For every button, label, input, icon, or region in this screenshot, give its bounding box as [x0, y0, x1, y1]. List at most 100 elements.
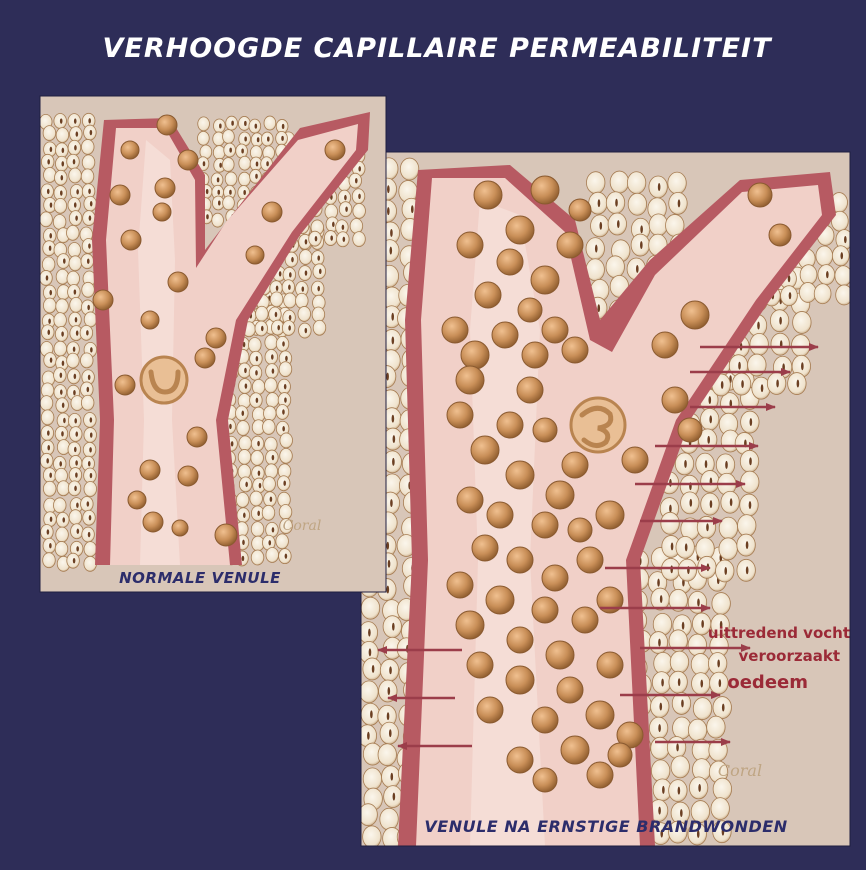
- cell-nucleus: [74, 145, 77, 150]
- tissue-cell: [280, 433, 293, 448]
- cell-nucleus: [88, 375, 91, 380]
- cell-nucleus: [392, 623, 395, 631]
- tissue-cell: [67, 271, 80, 286]
- blood-cell: [475, 282, 501, 308]
- tissue-cell: [84, 312, 97, 327]
- tissue-cell: [44, 167, 57, 182]
- blood-cell: [215, 524, 237, 546]
- cell-nucleus: [90, 201, 93, 206]
- cell-nucleus: [782, 363, 785, 371]
- cell-nucleus: [50, 357, 53, 362]
- tissue-cell: [56, 128, 69, 143]
- tissue-cell: [270, 292, 283, 307]
- cell-nucleus: [315, 236, 318, 241]
- cell-nucleus: [259, 483, 262, 488]
- tissue-cell: [693, 698, 711, 720]
- blood-cell: [467, 652, 493, 678]
- normal-panel-signature: Coral: [283, 518, 322, 534]
- tissue-cell: [53, 498, 66, 513]
- tissue-cell: [225, 172, 237, 186]
- cell-nucleus: [229, 190, 232, 195]
- cell-nucleus: [241, 149, 244, 154]
- blood-cell: [477, 697, 503, 723]
- tissue-cell: [81, 395, 94, 410]
- cell-nucleus: [272, 455, 275, 460]
- tissue-cell: [84, 542, 97, 557]
- blood-cell: [597, 652, 623, 678]
- tissue-cell: [800, 265, 817, 285]
- tissue-cell: [296, 293, 309, 308]
- blood-cell: [157, 115, 177, 135]
- blood-cell: [596, 501, 624, 529]
- blood-cell: [662, 387, 688, 413]
- cell-nucleus: [62, 148, 65, 153]
- cell-nucleus: [47, 430, 50, 435]
- tissue-cell: [212, 213, 224, 227]
- tissue-cell: [41, 410, 54, 425]
- normal-leukocyte: [141, 357, 187, 403]
- cell-nucleus: [289, 272, 292, 277]
- blood-cell: [681, 301, 709, 329]
- blood-cell: [542, 565, 568, 591]
- cell-nucleus: [840, 252, 843, 259]
- cell-nucleus: [599, 222, 602, 230]
- cell-nucleus: [256, 356, 259, 361]
- cell-nucleus: [282, 426, 285, 431]
- blood-cell: [486, 586, 514, 614]
- cell-nucleus: [386, 542, 389, 550]
- tissue-cell: [223, 130, 235, 144]
- tissue-cell: [741, 471, 759, 493]
- blood-cell: [557, 232, 583, 258]
- cell-nucleus: [390, 499, 393, 507]
- cell-nucleus: [87, 305, 90, 310]
- cell-nucleus: [749, 501, 752, 509]
- cell-nucleus: [219, 123, 222, 128]
- cell-nucleus: [47, 330, 50, 335]
- cell-nucleus: [658, 724, 661, 732]
- annotation-line-2: veroorzaakt: [739, 647, 840, 665]
- cell-nucleus: [73, 390, 76, 395]
- cell-nucleus: [256, 161, 259, 166]
- cell-nucleus: [355, 178, 358, 183]
- tissue-cell: [80, 353, 93, 368]
- blood-cell: [531, 266, 559, 294]
- blood-cell: [542, 317, 568, 343]
- cell-nucleus: [389, 729, 392, 737]
- cell-nucleus: [706, 523, 709, 531]
- blood-cell: [143, 512, 163, 532]
- cell-nucleus: [746, 541, 749, 549]
- cell-nucleus: [797, 380, 800, 388]
- cell-nucleus: [776, 380, 779, 388]
- cell-nucleus: [48, 318, 51, 323]
- tissue-cell: [264, 406, 277, 421]
- cell-nucleus: [275, 312, 278, 317]
- cell-nucleus: [390, 229, 393, 237]
- blood-cell: [568, 518, 592, 542]
- tissue-cell: [606, 256, 624, 278]
- cell-nucleus: [368, 629, 371, 637]
- blood-cell: [457, 487, 483, 513]
- cell-nucleus: [62, 517, 65, 522]
- cell-nucleus: [680, 809, 683, 817]
- cell-nucleus: [74, 486, 77, 491]
- tissue-cell: [814, 284, 831, 304]
- tissue-cell: [793, 311, 811, 333]
- panel-normal-venule: Coral NORMALE VENULE: [39, 96, 386, 592]
- tissue-cell: [81, 139, 94, 154]
- cell-nucleus: [77, 529, 80, 534]
- blood-cell: [457, 232, 483, 258]
- blood-cell: [487, 502, 513, 528]
- cell-nucleus: [256, 398, 259, 403]
- cell-nucleus: [709, 396, 712, 404]
- cell-nucleus: [684, 460, 687, 468]
- tissue-cell: [670, 651, 688, 673]
- cell-nucleus: [206, 189, 209, 194]
- cell-nucleus: [302, 286, 305, 291]
- cell-nucleus: [730, 498, 733, 506]
- cell-nucleus: [705, 460, 708, 468]
- tissue-cell: [276, 534, 289, 549]
- tissue-cell: [262, 505, 275, 520]
- cell-nucleus: [344, 195, 347, 200]
- cell-nucleus: [332, 222, 335, 227]
- cell-nucleus: [682, 622, 685, 630]
